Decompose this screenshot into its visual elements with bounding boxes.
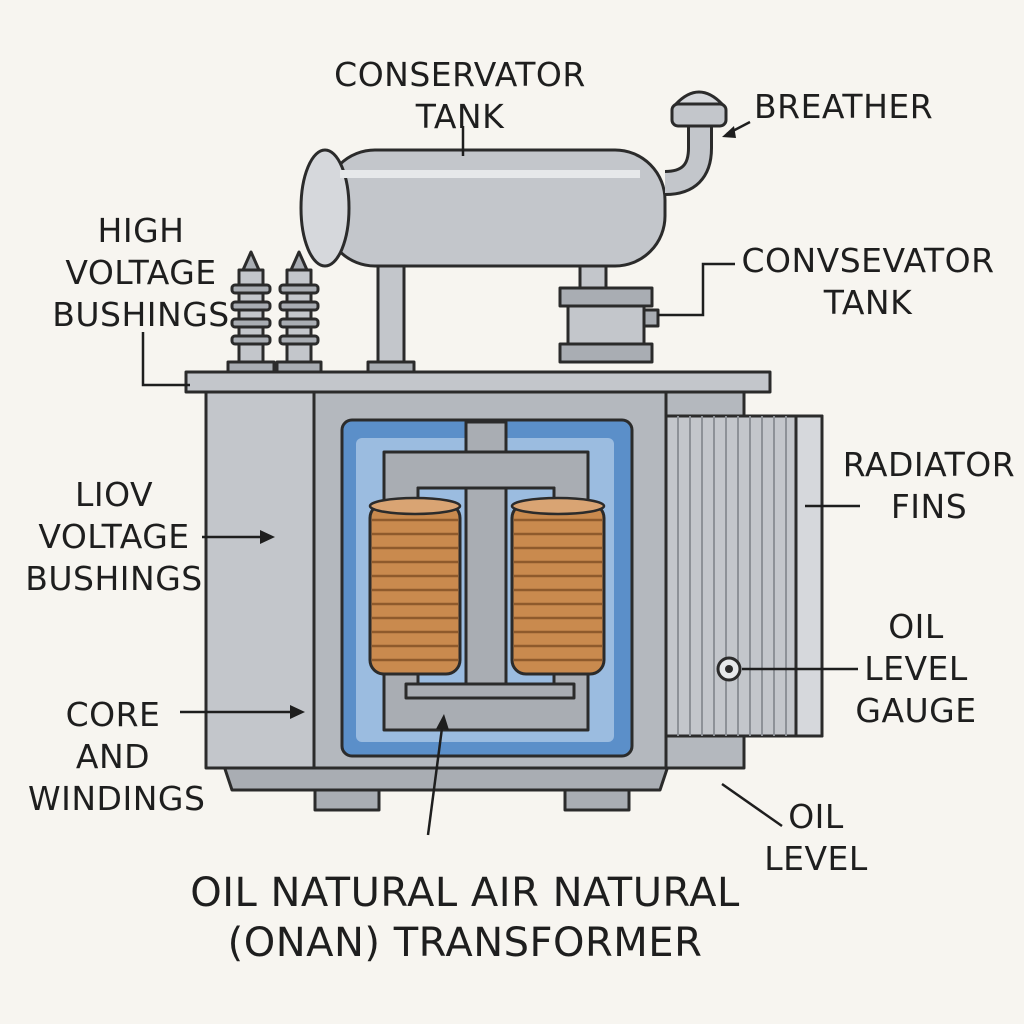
oil-level-gauge xyxy=(716,656,742,682)
label-oil-level-gauge: OIL LEVEL GAUGE xyxy=(855,607,977,730)
label-core-and-windings: CORE AND WINDINGS xyxy=(28,695,206,818)
winding-left xyxy=(368,496,462,676)
label-low-voltage-bushings: LIOV VOLTAGE BUSHINGS xyxy=(25,475,203,598)
label-high-voltage-bushings: HIGH VOLTAGE BUSHINGS xyxy=(52,211,230,334)
label-convsevator-tank: CONVSEVATOR TANK xyxy=(741,241,995,322)
tank-base xyxy=(222,764,670,792)
bushing-right xyxy=(275,250,323,374)
leader-lines xyxy=(141,120,860,836)
winding-right xyxy=(510,496,606,676)
conservator-tank xyxy=(299,148,667,268)
label-oil-level: OIL LEVEL xyxy=(764,797,868,878)
label-conservator-tank: CONSERVATOR TANK xyxy=(334,55,586,136)
radiator-fins xyxy=(664,390,824,770)
breather xyxy=(664,90,728,196)
diagram-title: OIL NATURAL AIR NATURAL (ONAN) TRANSFORM… xyxy=(190,870,740,966)
bushing-left xyxy=(226,250,276,374)
tank-lid xyxy=(184,370,772,394)
tank-side xyxy=(204,390,316,770)
label-breather: BREATHER xyxy=(754,87,934,126)
label-radiator-fins: RADIATOR FINS xyxy=(842,445,1016,526)
relay-unit xyxy=(558,286,660,364)
